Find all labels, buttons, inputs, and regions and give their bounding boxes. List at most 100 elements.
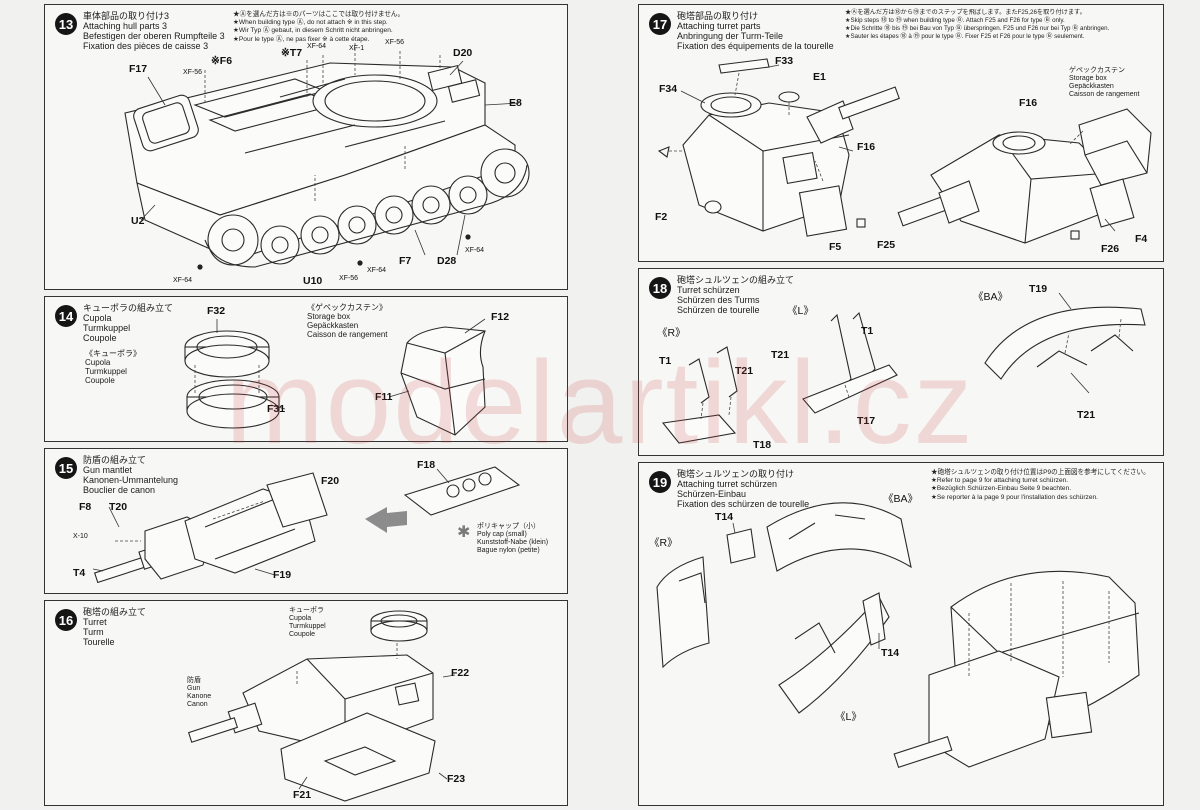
part-label: F4 <box>1135 233 1148 245</box>
gun-mantlet-illustration: ✱ <box>92 466 521 584</box>
note-line: ★Die Schritte ⑱ bis ⑲ bei Bau von Typ Ⓑ … <box>845 25 1110 32</box>
caption-jp: ポリキャップ（小） <box>477 523 540 530</box>
step-title-en: Turret schürzen <box>677 285 740 295</box>
step-title-block: 車体部品の取り付け3 Attaching hull parts 3 Befest… <box>83 11 225 51</box>
hull-illustration <box>124 43 530 270</box>
caption-jp: 《キューポラ》 <box>85 349 141 358</box>
step-title-fr: Coupole <box>83 333 117 343</box>
note-line: ★Wir Typ Ⓐ gebaut, in diesem Schritt nic… <box>233 27 393 35</box>
part-label: T14 <box>881 647 900 659</box>
step-title-de: Kanonen-Ummantelung <box>83 475 179 485</box>
step-number-badge: 16 <box>55 609 77 631</box>
step-number-badge: 18 <box>649 277 671 299</box>
part-label: ※T7 <box>281 47 303 59</box>
paint-label: XF-64 <box>367 267 387 274</box>
caption-de: Turmkuppel <box>85 367 127 376</box>
caption-de: Turmkuppel <box>289 623 326 630</box>
step-title-fr: Fixation des schürzen de tourelle <box>677 499 810 509</box>
step-title-en: Cupola <box>83 313 112 323</box>
caption-en: Gun <box>187 685 201 692</box>
caption-jp: キューポラ <box>289 607 324 614</box>
paint-label: XF-64 <box>465 247 485 254</box>
part-label: F20 <box>321 475 340 487</box>
part-label: F34 <box>659 83 678 95</box>
note-line: ★Bezüglich Schürzen-Einbau Seite 9 beach… <box>931 485 1072 493</box>
part-label: F25 <box>877 239 896 251</box>
part-label: F18 <box>417 459 436 471</box>
note-line: ★Ⓐを選んだ方は⑱から⑲までのステップを飛ばします。またF25,26を取り付けま… <box>845 9 1086 16</box>
caption-fr: Canon <box>187 701 208 708</box>
note-line: ★砲塔シュルツェンの取り付け位置はP9の上面図を参考にしてください。 <box>931 469 1150 476</box>
step-title-fr: Schürzen de tourelle <box>677 305 760 315</box>
step-title-de: Turmkuppel <box>83 323 131 333</box>
step-title-de: Turm <box>83 627 104 637</box>
turret-illustration <box>187 610 456 802</box>
part-label: T20 <box>109 501 128 513</box>
step-title-fr: Fixation des équipements de la tourelle <box>677 41 834 51</box>
caption-jp: 《ゲペックカステン》 <box>307 303 387 312</box>
caption-en: Cupola <box>85 358 111 367</box>
part-label: F16 <box>1019 97 1038 109</box>
cupola-illustration <box>184 318 486 436</box>
part-label: F5 <box>829 241 842 253</box>
paint-label: XF-56 <box>339 275 359 282</box>
step-number-badge: 17 <box>649 13 671 35</box>
step-note-block: ★砲塔シュルツェンの取り付け位置はP9の上面図を参考にしてください。 ★Refe… <box>931 469 1150 502</box>
paint-label: XF-1 <box>349 45 365 52</box>
part-label: F26 <box>1101 243 1120 255</box>
variant-label: 《BA》 <box>973 291 1009 303</box>
part-label: U2 <box>131 215 145 227</box>
variant-label: 《R》 <box>649 537 678 549</box>
note-line: ★Pour le type Ⓐ, ne pas fixer ※ à cette … <box>233 35 370 43</box>
step-title-jp: 砲塔シュルツェンの組み立て <box>677 275 795 285</box>
part-label: T21 <box>1077 409 1096 421</box>
step-title-jp: 砲塔部品の取り付け <box>677 11 759 21</box>
part-label: F7 <box>399 255 412 267</box>
step-title-block: キューポラの組み立て Cupola Turmkuppel Coupole <box>83 303 173 343</box>
step-title-block: 防盾の組み立て Gun mantlet Kanonen-Ummantelung … <box>83 455 178 495</box>
part-label: T19 <box>1029 283 1048 295</box>
part-label: F16 <box>857 141 876 153</box>
part-label: T17 <box>857 415 876 427</box>
part-label: T1 <box>861 325 874 337</box>
step-title-jp: 車体部品の取り付け3 <box>83 11 170 21</box>
cupola-caption: キューポラ Cupola Turmkuppel Coupole <box>289 607 326 639</box>
schurzen-install-illustration <box>656 502 1140 769</box>
part-label: T4 <box>73 567 86 579</box>
caption-fr: Caisson de rangement <box>307 330 388 339</box>
caption-de: Kanone <box>187 693 212 700</box>
part-label: ※F6 <box>211 55 233 67</box>
step-title-de: Befestigen der oberen Rumpfteile 3 <box>83 31 225 41</box>
turret-parts-illustration <box>657 58 1152 244</box>
caption-en: Cupola <box>289 615 312 622</box>
paint-label: XF-56 <box>385 39 405 46</box>
step-number-badge: 15 <box>55 457 77 479</box>
asterisk-marker: ✱ <box>457 522 470 541</box>
subassembly-caption: 《キューポラ》 Cupola Turmkuppel Coupole <box>85 349 141 385</box>
storage-box-caption: 《ゲペックカステン》 Storage box Gepäckkasten Cais… <box>307 303 388 339</box>
step-title-fr: Fixation des pièces de caisse 3 <box>83 41 209 51</box>
step-title-fr: Tourelle <box>83 637 115 647</box>
paint-label: XF-64 <box>173 277 193 284</box>
part-label: T1 <box>659 355 672 367</box>
caption-jp: 防盾 <box>187 677 201 684</box>
step-note-block: ★Ⓐを選んだ方は※のパーツはここでは取り付けません。 ★When buildin… <box>233 11 404 44</box>
part-label: F8 <box>79 501 92 513</box>
part-label: T21 <box>735 365 754 377</box>
step-17-panel: 17 砲塔部品の取り付け Attaching turret parts Anbr… <box>638 4 1164 262</box>
part-label: T14 <box>715 511 734 523</box>
caption-fr: Caisson de rangement <box>1069 91 1140 98</box>
step-title-en: Attaching hull parts 3 <box>83 21 168 31</box>
road-wheels <box>207 148 530 266</box>
step-number-badge: 19 <box>649 471 671 493</box>
note-line: ★When building type Ⓐ, do not attach ※ i… <box>233 19 388 27</box>
step-title-en: Turret <box>83 617 107 627</box>
step-title-jp: 防盾の組み立て <box>83 455 147 465</box>
step-18-panel: 18 砲塔シュルツェンの組み立て Turret schürzen Schürze… <box>638 268 1164 456</box>
variant-label: 《R》 <box>657 327 686 339</box>
part-label: F12 <box>491 311 510 323</box>
step-number-badge: 14 <box>55 305 77 327</box>
part-label: E8 <box>509 97 522 109</box>
step-note-block: ★Ⓐを選んだ方は⑱から⑲までのステップを飛ばします。またF25,26を取り付けま… <box>845 9 1109 41</box>
